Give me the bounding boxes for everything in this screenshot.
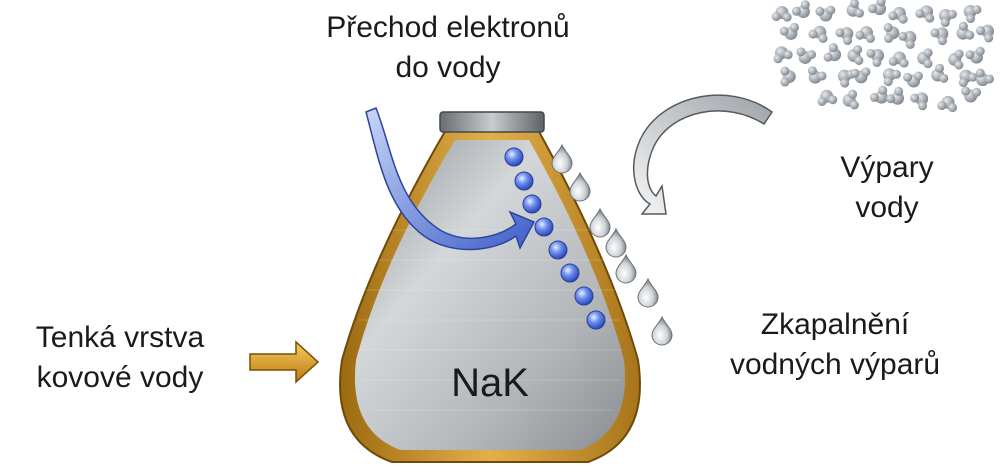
thin-film-arrow [249,340,320,384]
electron-transfer-arrow [365,107,536,251]
water-molecule [842,89,859,110]
water-molecule [903,71,923,88]
water-molecule [817,89,838,106]
water-vapor-cloud [771,0,995,113]
water-molecule [773,46,793,64]
water-molecule [910,92,929,111]
water-molecule [937,95,958,113]
thin-film-label-line-2: kovové vody [36,361,204,394]
water-molecule [847,45,864,65]
electron [514,171,534,191]
water-molecule [866,48,885,67]
water-molecule [958,69,978,88]
water-molecule [796,47,817,64]
water-molecule [771,5,792,22]
water-molecule [846,0,864,18]
condensation-label-line-2: vodných výparů [729,348,941,381]
electron [574,286,594,306]
water-molecule [823,43,842,62]
electron-chain [504,147,606,330]
water-molecule [807,66,827,84]
water-molecule [956,21,975,40]
condensed-droplets [551,143,673,346]
water-molecule [791,0,810,19]
water-molecule [915,5,935,23]
electron [504,147,524,167]
water-droplet [651,315,673,346]
water-molecule [917,48,933,69]
thin-film-label-line-1: Tenká vrstva [35,321,205,354]
water-droplet [637,277,659,308]
water-vapor-label: Výpary vody [812,148,962,228]
electron [548,240,568,260]
water-molecule [961,86,982,103]
water-molecule [888,51,909,68]
flask-cap [439,111,545,133]
water-molecule [779,22,800,40]
water-droplet [615,253,637,284]
water-droplet [551,143,573,174]
electron-transfer-label-line-1: Přechod elektronů [326,11,570,44]
water-molecule [975,68,995,87]
vapor-condensing-arrow [632,94,774,215]
water-molecule [930,27,949,46]
nak-alloy-label: NaK [451,361,529,405]
water-molecule [963,5,982,24]
water-droplet [605,227,627,258]
water-molecule [882,68,901,87]
water-molecule [835,27,854,46]
water-molecule [898,30,917,49]
electron-transfer-label-line-2: do vody [395,51,501,84]
thin-film-label: Tenká vrstva kovové vody [0,318,240,398]
water-molecule [976,24,995,43]
electron [522,194,542,214]
water-molecule [939,9,957,28]
water-molecule [868,0,887,16]
electron [534,217,554,237]
water-molecule [780,66,796,87]
water-molecule [931,63,949,83]
water-molecule [855,26,875,43]
water-droplet [569,171,591,202]
water-molecule [869,85,888,104]
water-vapor-label-line-2: vody [855,191,919,224]
water-molecule [948,49,964,70]
water-molecule [850,67,871,84]
water-molecule [886,86,905,105]
condensation-label-line-1: Zkapalnění [760,308,910,341]
water-vapor-label-line-1: Výpary [840,151,934,184]
water-molecule [888,6,908,24]
water-molecule [883,23,900,43]
water-molecule [815,5,836,22]
water-molecule [965,46,985,64]
water-droplet [589,207,611,238]
electron [560,263,580,283]
electron-transfer-label: Přechod elektronů do vody [268,8,628,88]
water-molecule [808,25,828,43]
condensation-label: Zkapalnění vodných výparů [690,305,980,385]
electron [586,310,606,330]
